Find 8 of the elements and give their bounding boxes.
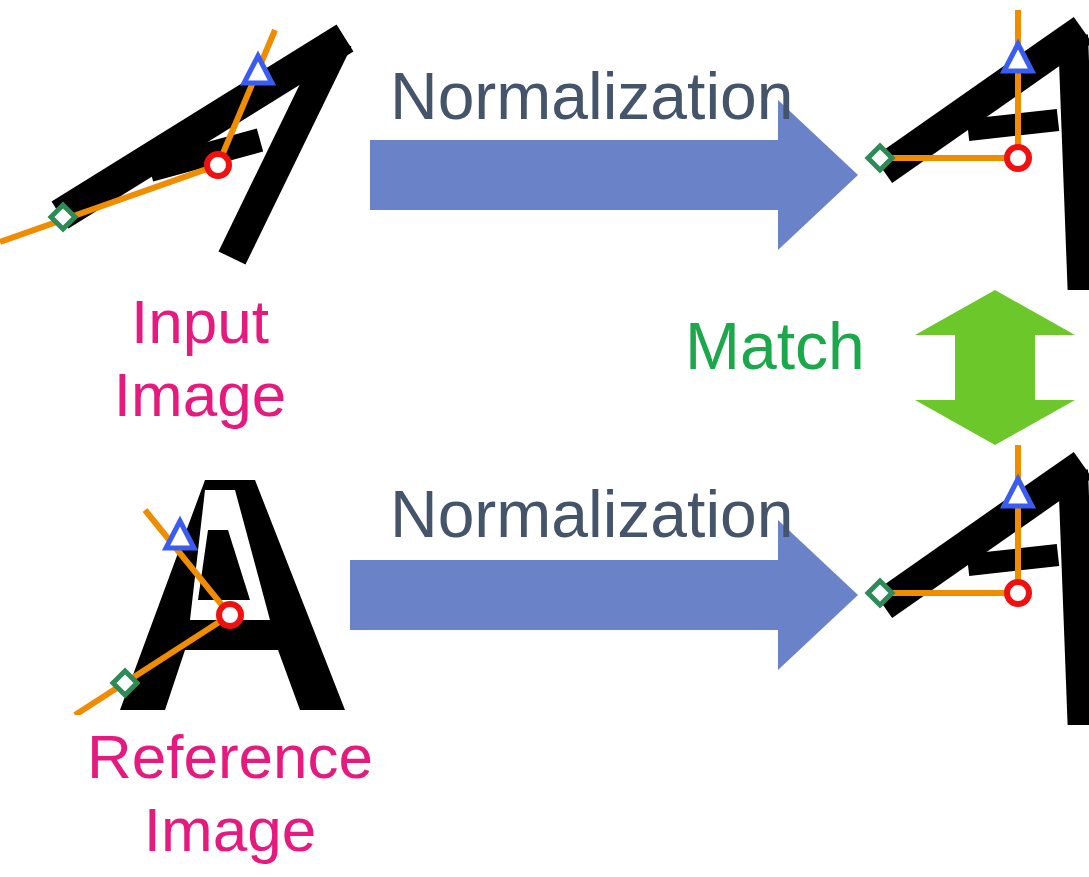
edge-label: Match [685, 310, 865, 383]
image-caption: Input Image [112, 286, 288, 432]
block-arrow [350, 520, 858, 670]
image-caption: Reference Image [85, 721, 375, 867]
block-arrow [915, 290, 1075, 445]
edge-label: Normalization [390, 60, 794, 133]
edge-label: Normalization [390, 478, 794, 551]
block-arrow [370, 100, 858, 250]
